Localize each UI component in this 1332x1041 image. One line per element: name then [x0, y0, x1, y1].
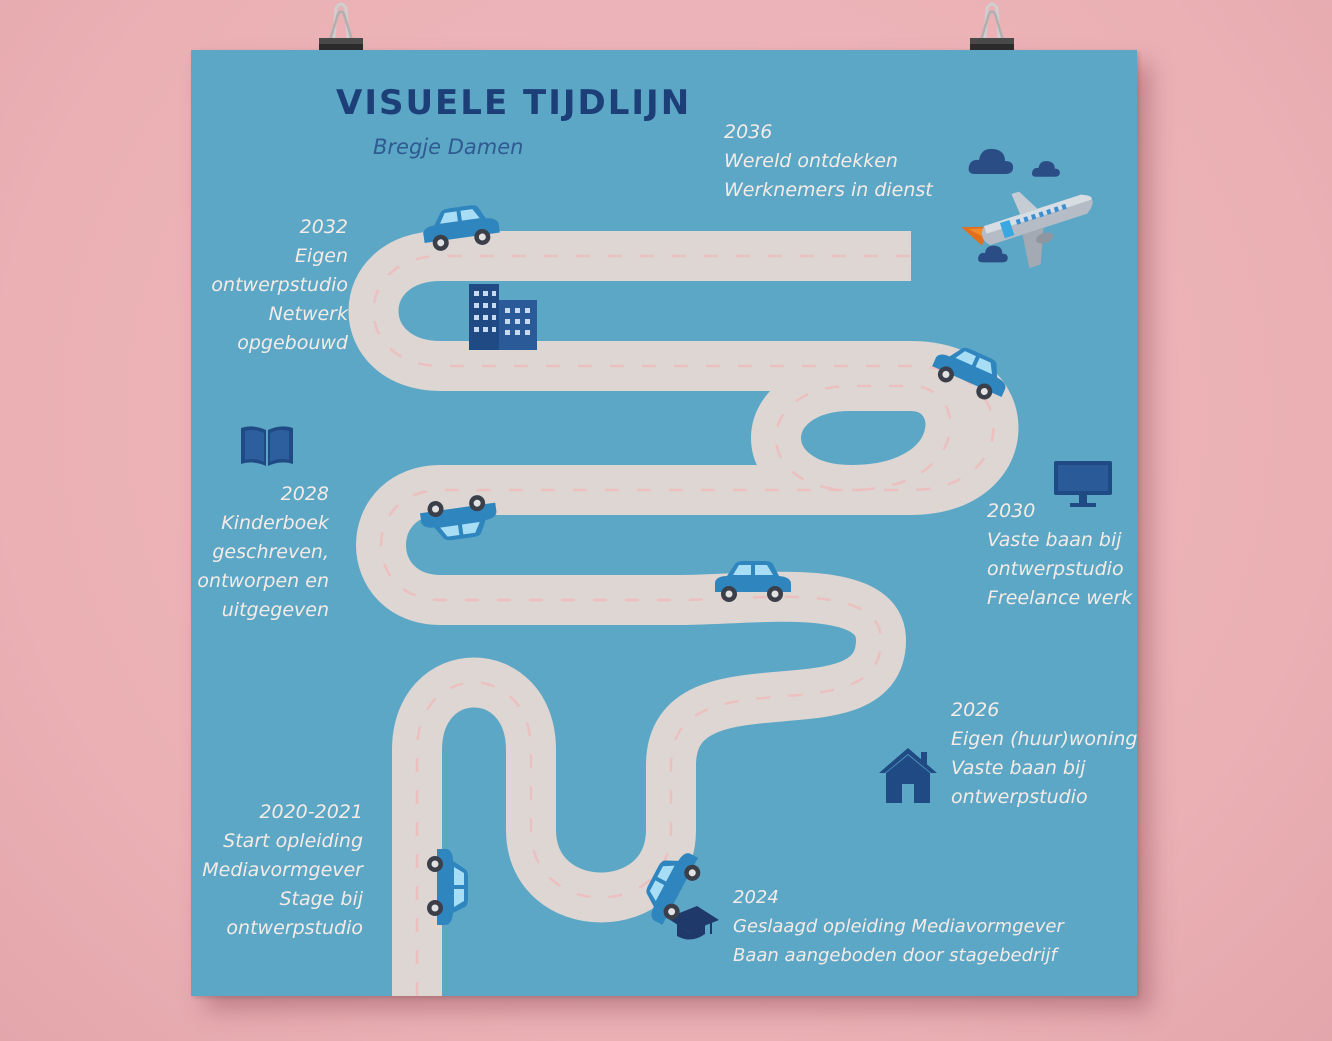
milestone-line: Vaste baan bij	[987, 529, 1122, 551]
milestone-line: Mediavormgever	[202, 859, 363, 881]
house-icon	[879, 748, 937, 803]
milestone-year: 2032	[299, 216, 348, 238]
milestone-line: ontwerpstudio	[226, 917, 363, 939]
milestone-year: 2030	[987, 500, 1036, 522]
milestone-line: Eigen	[294, 245, 348, 267]
milestone-line: ontwerpstudio	[951, 786, 1088, 808]
milestone-line: Baan aangeboden door stagebedrijf	[733, 945, 1057, 966]
car-icon	[646, 853, 701, 925]
car-icon	[419, 495, 497, 541]
milestone-line: Werknemers in dienst	[724, 179, 933, 201]
milestone-2024: 2024 Geslaagd opleiding Mediavormgever B…	[733, 883, 1064, 970]
graduation-cap-icon	[667, 906, 719, 940]
book-icon	[241, 426, 293, 466]
milestone-line: Freelance werk	[987, 587, 1133, 609]
winding-road	[348, 231, 1019, 996]
milestone-line: ontwerpstudio	[987, 558, 1124, 580]
milestone-2028: 2028 Kinderboek geschreven, ontworpen en…	[191, 480, 329, 625]
cloud-icon	[978, 245, 1008, 263]
milestone-2030: 2030 Vaste baan bij ontwerpstudio Freela…	[987, 497, 1132, 613]
car-icon	[427, 849, 468, 925]
car-icon	[715, 561, 791, 602]
milestone-line: Netwerk	[268, 303, 348, 325]
poster-author: Bregje Damen	[373, 135, 524, 159]
office-building-icon	[469, 284, 537, 350]
milestone-year: 2026	[951, 699, 1000, 721]
milestone-line: Eigen (huur)woning	[951, 728, 1138, 750]
milestone-2036: 2036 Wereld ontdekken Werknemers in dien…	[724, 118, 933, 205]
car-icon	[423, 205, 500, 251]
milestone-line: ontworpen en	[197, 570, 329, 592]
milestone-line: Stage bij	[279, 888, 363, 910]
milestone-year: 2020-2021	[259, 801, 363, 823]
milestone-2032: 2032 Eigen ontwerpstudio Netwerk opgebou…	[191, 213, 348, 358]
milestone-year: 2028	[280, 483, 329, 505]
milestone-line: opgebouwd	[237, 332, 348, 354]
car-icon	[932, 347, 1006, 400]
milestone-2026: 2026 Eigen (huur)woning Vaste baan bij o…	[951, 696, 1137, 812]
cloud-icon	[968, 148, 1014, 174]
milestone-line: Start opleiding	[223, 830, 363, 852]
milestone-line: geschreven,	[212, 541, 329, 563]
milestone-line: Vaste baan bij	[951, 757, 1086, 779]
milestone-year: 2024	[733, 887, 779, 908]
milestone-year: 2036	[724, 121, 773, 143]
cloud-icon	[1032, 161, 1060, 177]
milestone-line: uitgegeven	[221, 599, 329, 621]
poster-title: VISUELE TIJDLIJN	[336, 83, 692, 123]
milestone-line: Wereld ontdekken	[724, 150, 898, 172]
milestone-2020-2021: 2020-2021 Start opleiding Mediavormgever…	[191, 798, 363, 943]
milestone-line: Kinderboek	[221, 512, 329, 534]
airplane-icon	[961, 191, 1093, 269]
milestone-line: Geslaagd opleiding Mediavormgever	[733, 916, 1064, 937]
milestone-line: ontwerpstudio	[211, 274, 348, 296]
monitor-icon	[1054, 461, 1112, 507]
timeline-poster: VISUELE TIJDLIJN Bregje Damen 2036 Werel…	[191, 50, 1137, 996]
